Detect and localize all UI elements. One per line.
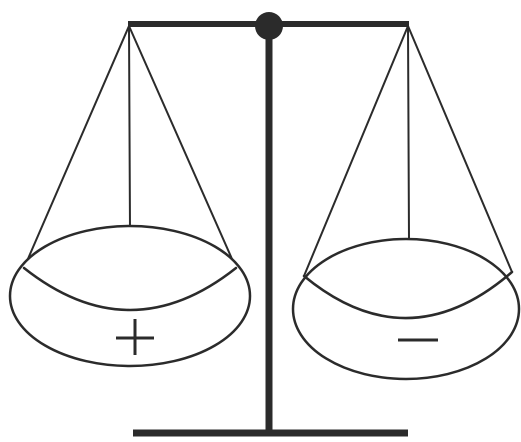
right-pan-cord xyxy=(408,26,512,272)
right-pan-cord xyxy=(408,26,409,240)
pivot-knob xyxy=(255,12,283,40)
left-pan xyxy=(10,26,250,366)
balance-scale xyxy=(10,12,519,433)
left-pan-cord xyxy=(129,26,130,230)
left-pan-rim xyxy=(10,226,250,366)
right-pan-rim xyxy=(293,239,519,379)
right-pan xyxy=(293,26,519,379)
